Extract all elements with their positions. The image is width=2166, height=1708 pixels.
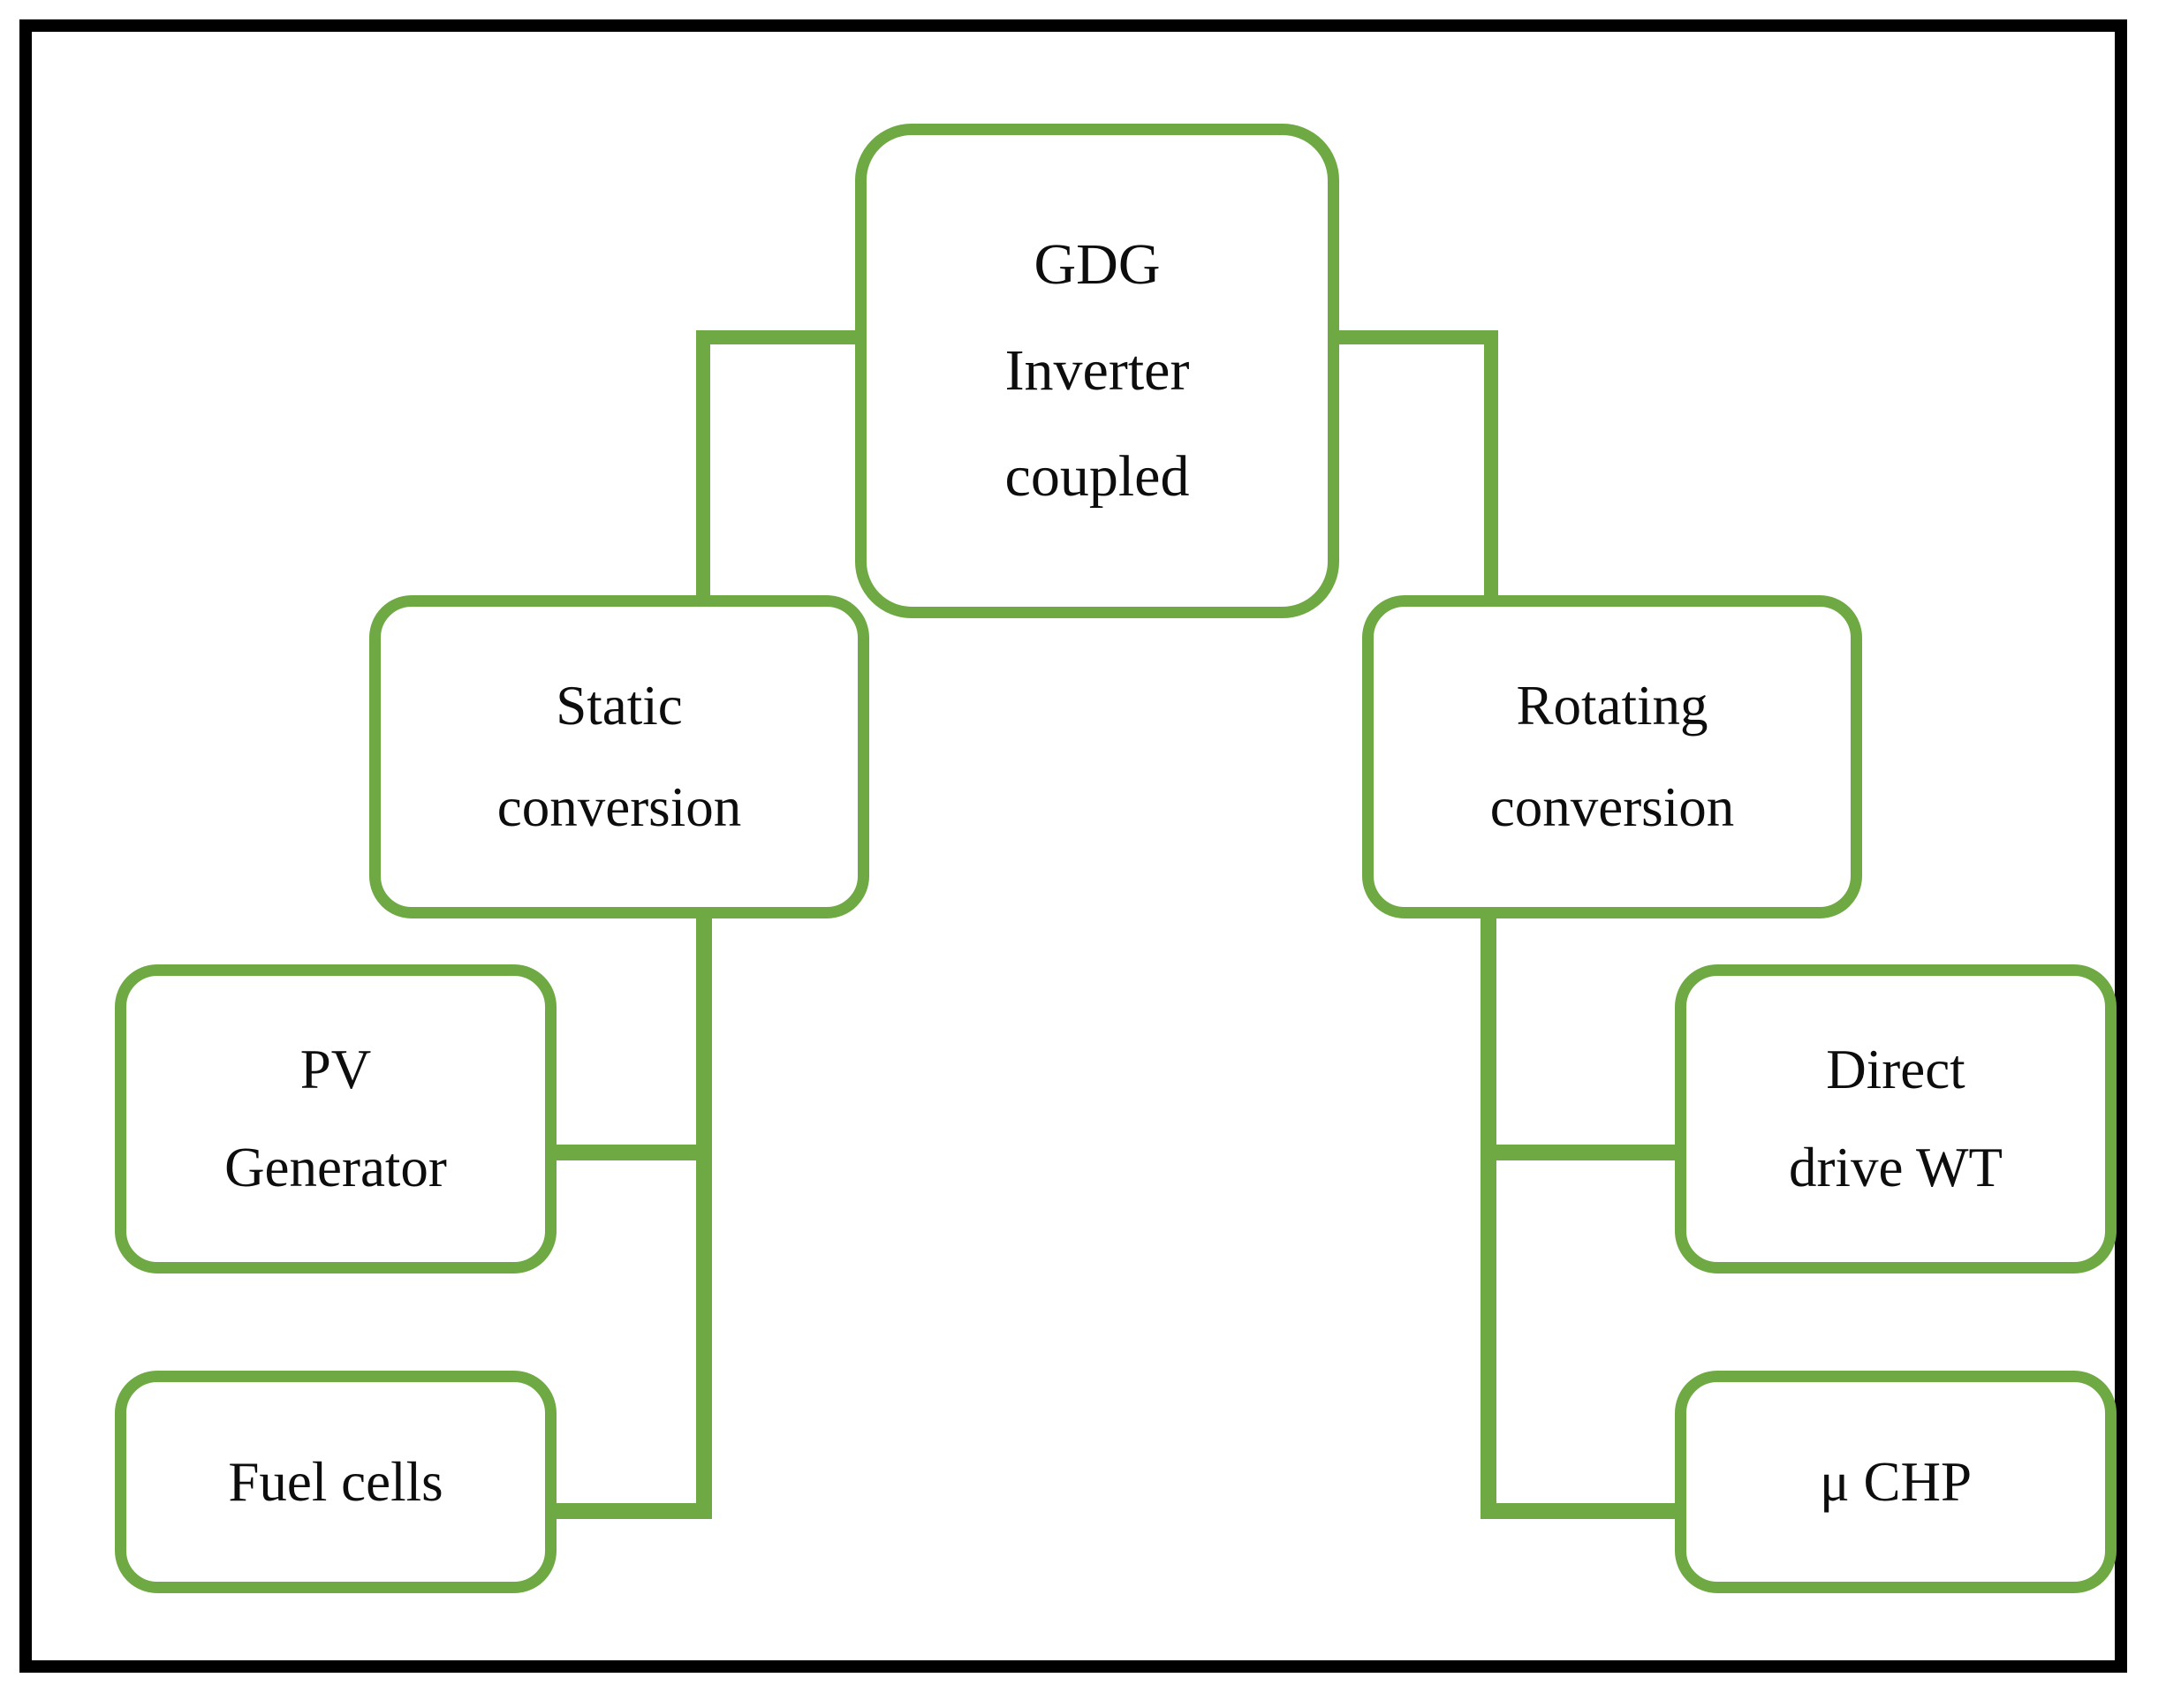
connector-rotating-to-direct-drive-wt [1481,1145,1684,1160]
connector-static-trunk-vertical [696,910,712,1519]
connector-gdg-to-static-vertical [696,330,710,604]
node-gdg-line-1: GDG [1034,232,1161,297]
node-pv-line-1: PV [299,1039,372,1100]
node-static-line-1: Static [556,675,683,737]
node-direct-drive-wt[interactable]: Direct drive WT [1675,964,2117,1273]
node-static-conversion[interactable]: Static conversion [369,595,869,918]
node-gdg-line-2: Inverter [1004,338,1190,403]
connector-static-to-fuel-cells [548,1503,712,1519]
node-fuel-cells[interactable]: Fuel cells [115,1371,557,1593]
node-rotating-line-2: conversion [1489,776,1735,838]
connector-gdg-to-rotating-vertical [1484,330,1498,604]
connector-rotating-trunk-vertical [1481,910,1496,1519]
connector-gdg-to-static-horizontal [696,330,862,344]
connector-static-to-pv-generator [548,1145,712,1160]
node-pv-line-2: Generator [224,1137,447,1198]
figure-border [19,19,2127,1673]
connector-rotating-to-micro-chp [1481,1503,1684,1519]
node-chp-line-1: μ CHP [1819,1450,1973,1513]
connector-gdg-to-rotating-horizontal [1332,330,1498,344]
node-micro-chp[interactable]: μ CHP [1675,1371,2117,1593]
node-gdg-inverter-coupled[interactable]: GDG Inverter coupled [855,124,1339,618]
node-fuel-line-1: Fuel cells [228,1450,443,1513]
node-static-line-2: conversion [496,776,742,838]
node-rotating-conversion[interactable]: Rotating conversion [1362,595,1862,918]
node-rotating-line-1: Rotating [1516,675,1708,737]
node-wt-line-2: drive WT [1788,1137,2003,1198]
node-pv-generator[interactable]: PV Generator [115,964,557,1273]
node-gdg-line-3: coupled [1004,444,1190,509]
node-wt-line-1: Direct [1826,1039,1965,1100]
